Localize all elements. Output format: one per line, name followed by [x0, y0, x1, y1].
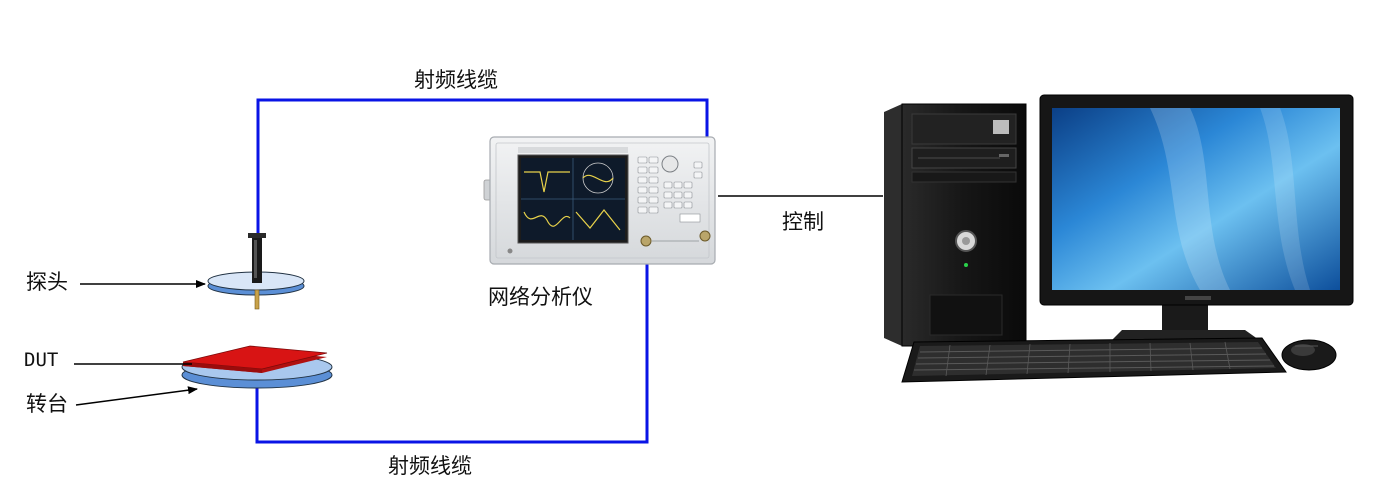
- pc-tower-icon: [884, 103, 1027, 347]
- probe-label: 探头: [26, 270, 68, 294]
- mouse-icon: [1281, 339, 1337, 371]
- turntable-label: 转台: [26, 392, 68, 416]
- dut-icon: [182, 345, 328, 373]
- probe-icon: [207, 233, 305, 310]
- rf-cable-top-label: 射频线缆: [414, 68, 498, 92]
- turntable-arrow: [75, 386, 198, 406]
- control-label: 控制: [782, 210, 824, 234]
- dut-label: DUT: [24, 349, 59, 371]
- rf-cable-bottom-label: 射频线缆: [388, 454, 472, 478]
- network-analyzer-icon: [483, 136, 716, 265]
- monitor-icon: [1039, 94, 1354, 342]
- keyboard-icon: [901, 337, 1287, 383]
- network-analyzer-label: 网络分析仪: [488, 285, 593, 309]
- rf-cable-bottom: [255, 245, 649, 444]
